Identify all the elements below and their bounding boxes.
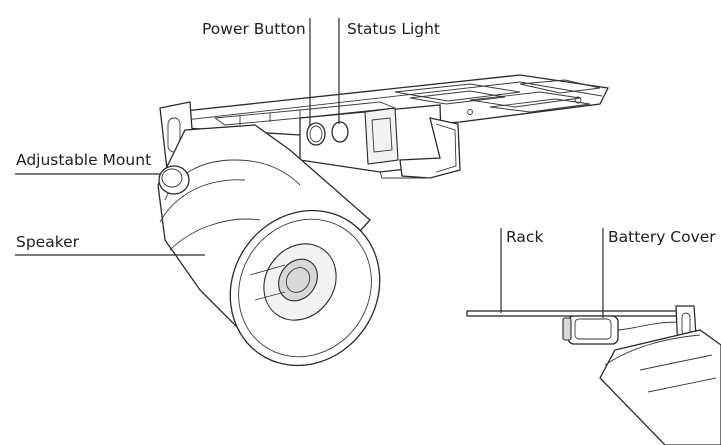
labels-main: Power Button Status Light Adjustable Mou… [16, 20, 440, 251]
label-rack: Rack [506, 228, 543, 246]
side-rack-bar [466, 310, 683, 317]
adjustable-mount-knob[interactable] [158, 165, 190, 195]
status-light [331, 121, 349, 143]
label-speaker: Speaker [16, 233, 80, 251]
electronics-box [299, 104, 461, 179]
side-view-device [466, 305, 721, 445]
callout-lines-side [500, 228, 604, 318]
label-status-light: Status Light [347, 20, 440, 38]
label-power-button: Power Button [202, 20, 306, 38]
side-battery-cover [562, 315, 681, 345]
speaker-body [157, 124, 381, 367]
label-battery-cover: Battery Cover [608, 228, 716, 246]
labels-side: Rack Battery Cover [506, 228, 716, 246]
callout-lines-main [15, 18, 340, 256]
main-device [157, 74, 609, 367]
label-adjustable-mount: Adjustable Mount [16, 151, 151, 169]
power-button[interactable] [306, 122, 326, 146]
side-speaker [599, 329, 721, 445]
